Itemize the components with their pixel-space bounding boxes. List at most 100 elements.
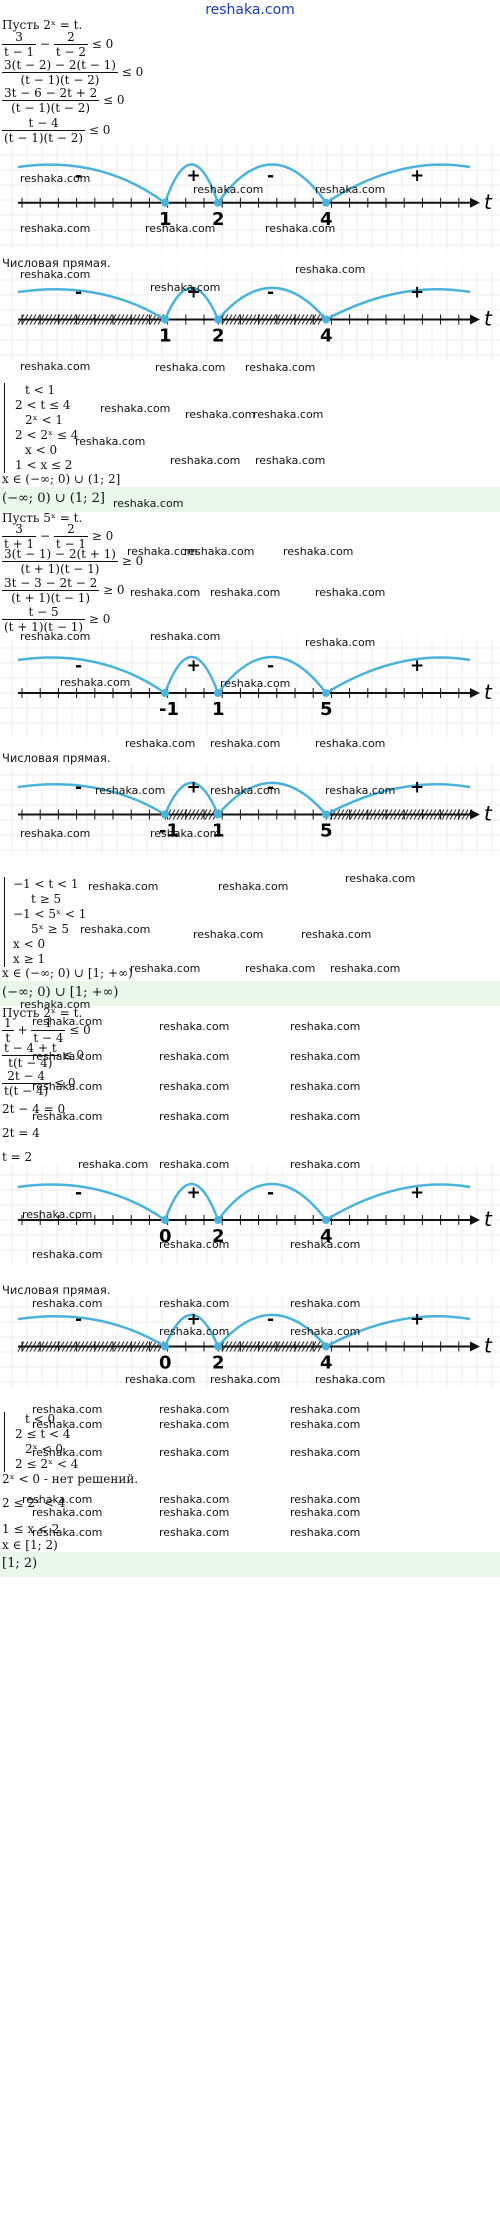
point-label: 0 (159, 1226, 172, 1247)
watermark: reshaka.com (218, 880, 289, 893)
point-label: 1 (159, 209, 172, 230)
watermark: reshaka.com (193, 928, 264, 941)
watermark: reshaka.com (290, 1325, 361, 1338)
watermark: reshaka.com (290, 1506, 361, 1519)
t3-answer-box: [1; 2) (0, 1552, 500, 1577)
sign-arc (163, 1313, 220, 1347)
sign-label: - (75, 1183, 82, 1203)
t2-answer: (−∞; 0) ∪ [1; +∞) (2, 985, 119, 1000)
sign-arc (325, 656, 471, 695)
watermark: reshaka.com (125, 1373, 196, 1386)
sign-label: - (267, 778, 274, 798)
sign-arc (17, 287, 166, 321)
sign-arc (325, 1314, 471, 1348)
watermark: reshaka.com (22, 1493, 93, 1506)
point-label: 2 (212, 1226, 225, 1247)
sign-label: - (75, 166, 82, 186)
watermark: reshaka.com (127, 545, 198, 558)
watermark: reshaka.com (159, 1297, 230, 1310)
axis-label: t (484, 802, 493, 826)
t2-answer-box: (−∞; 0) ∪ [1; +∞) (0, 981, 500, 1006)
point-label: 4 (320, 1353, 333, 1374)
watermark: reshaka.com (315, 1373, 386, 1386)
point-label: 2 (212, 1353, 225, 1374)
watermark: reshaka.com (210, 586, 281, 599)
sign-label: - (75, 778, 82, 798)
watermark: reshaka.com (20, 172, 91, 185)
sign-arc (325, 1183, 471, 1222)
watermark: reshaka.com (290, 1403, 361, 1416)
sign-arc (325, 163, 471, 204)
watermark: reshaka.com (75, 435, 146, 448)
watermark: reshaka.com (159, 1110, 230, 1123)
t1-answer-box: (−∞; 0) ∪ (1; 2] (0, 487, 500, 512)
point-label: 5 (320, 821, 333, 842)
point-marker (214, 689, 222, 697)
point-marker (322, 689, 330, 697)
point-label: 4 (320, 1226, 333, 1247)
axis-arrow (470, 314, 480, 325)
t2-solution-set: x ∈ (−∞; 0) ∪ [1; +∞) (2, 966, 133, 980)
watermark: reshaka.com (245, 361, 316, 374)
t1-solution-set: x ∈ (−∞; 0) ∪ (1; 2] (2, 472, 121, 486)
point-marker (161, 198, 169, 207)
watermark: reshaka.com (184, 545, 255, 558)
watermark: reshaka.com (130, 962, 201, 975)
point-label: 1 (212, 821, 225, 842)
watermark: reshaka.com (315, 737, 386, 750)
sign-arc (163, 163, 220, 204)
t1-inequality-4: t − 4(t − 1)(t − 2) ≤ 0 (2, 116, 111, 145)
point-label: 2 (212, 209, 225, 230)
watermark: reshaka.com (305, 636, 376, 649)
watermark: reshaka.com (210, 784, 281, 797)
watermark: reshaka.com (159, 1418, 230, 1431)
watermark: reshaka.com (150, 827, 221, 840)
watermark: reshaka.com (159, 1526, 230, 1539)
point-marker (322, 1342, 330, 1351)
watermark: reshaka.com (290, 1493, 361, 1506)
watermark: reshaka.com (20, 268, 91, 281)
sign-arc (17, 163, 166, 204)
watermark: reshaka.com (290, 1297, 361, 1310)
t2-substitution: Пусть 5ˣ = t. (2, 511, 83, 525)
point-marker (214, 810, 222, 819)
sign-arc (217, 781, 327, 816)
sign-label: - (75, 1310, 82, 1330)
watermark: reshaka.com (32, 1403, 103, 1416)
watermark: reshaka.com (283, 545, 354, 558)
sign-arc (325, 287, 471, 321)
watermark: reshaka.com (290, 1020, 361, 1033)
watermark: reshaka.com (159, 1020, 230, 1033)
watermark: reshaka.com (185, 408, 256, 421)
sign-label: + (187, 166, 201, 186)
watermark: reshaka.com (325, 784, 396, 797)
sign-arc (217, 1313, 327, 1348)
sign-arc (17, 1183, 166, 1222)
sign-arc (17, 656, 166, 695)
t3-numberline-caption: Числовая прямая. (2, 1283, 111, 1297)
point-label: 1 (159, 326, 172, 347)
sign-arc (17, 782, 166, 816)
point-marker (161, 315, 169, 324)
point-marker (214, 1342, 222, 1351)
watermark: reshaka.com (245, 962, 316, 975)
axis-arrow (470, 1341, 480, 1352)
watermark: reshaka.com (345, 872, 416, 885)
site-title[interactable]: reshaka.com (205, 2, 295, 18)
sign-label: + (187, 656, 201, 676)
watermark: reshaka.com (159, 1506, 230, 1519)
point-marker (214, 198, 222, 207)
watermark: reshaka.com (20, 630, 91, 643)
t2-inequality-4: t − 5(t + 1)(t − 1) ≥ 0 (2, 605, 111, 634)
sign-label: - (267, 283, 274, 303)
sign-arc (17, 1314, 166, 1348)
watermark: reshaka.com (20, 827, 91, 840)
watermark: reshaka.com (159, 1158, 230, 1171)
t3-equation-3: t = 2 (2, 1150, 33, 1164)
watermark: reshaka.com (78, 1158, 149, 1171)
